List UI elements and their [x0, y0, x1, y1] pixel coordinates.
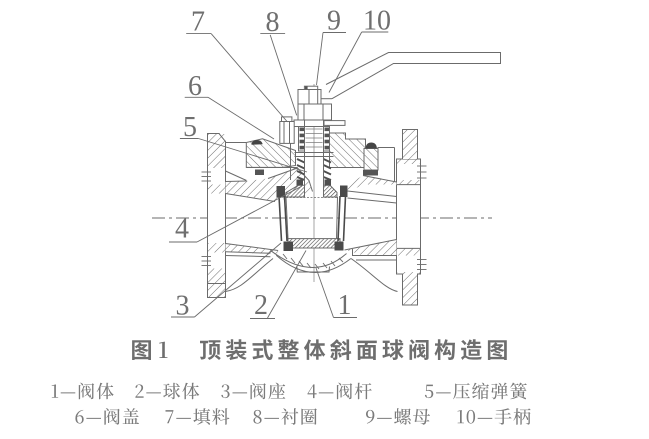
svg-text:5: 5: [183, 112, 197, 143]
svg-text:6: 6: [188, 71, 202, 102]
svg-text:8: 8: [266, 7, 280, 38]
svg-text:10: 10: [363, 6, 391, 37]
svg-text:3: 3: [176, 291, 190, 322]
svg-text:9: 9: [327, 6, 341, 37]
svg-text:2: 2: [254, 290, 268, 321]
svg-text:1: 1: [338, 290, 352, 321]
svg-text:7: 7: [191, 7, 205, 38]
svg-text:4: 4: [175, 214, 189, 245]
